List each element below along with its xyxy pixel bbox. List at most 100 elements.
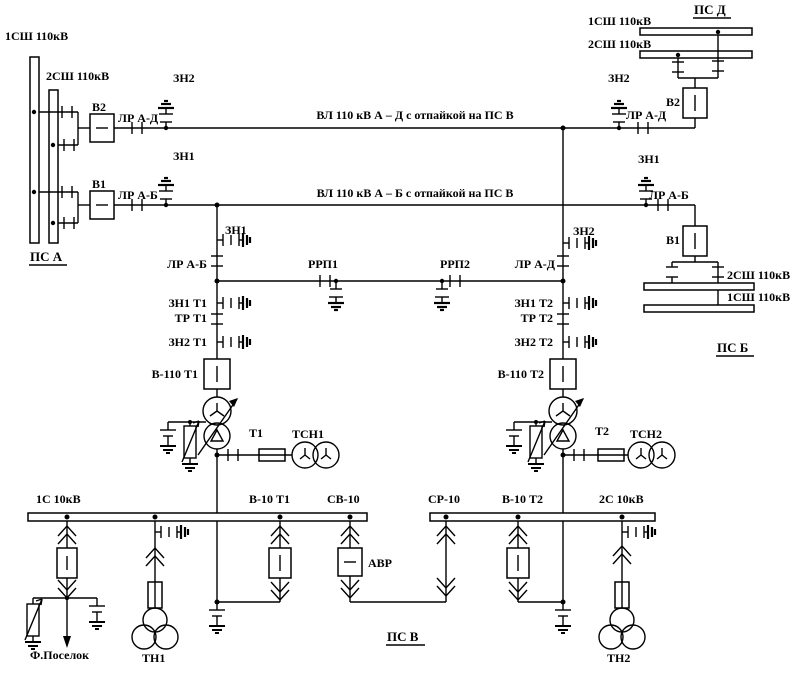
- b10-t2-label: В-10 Т2: [502, 492, 543, 506]
- psa-b2-label: В2: [92, 100, 106, 114]
- bus-tie-sv10: [337, 521, 446, 603]
- tsn1-transformer: [291, 441, 340, 469]
- psb-b1-label: В1: [666, 233, 680, 247]
- t1-branch: [159, 205, 340, 602]
- line-ad: [114, 121, 695, 135]
- feeder-poselok: [24, 521, 106, 650]
- psa-busbar-1: [29, 56, 40, 244]
- substation-a: [29, 56, 176, 266]
- t2-b110-label: В-110 Т2: [498, 367, 544, 381]
- feeder-arrow: [63, 636, 71, 648]
- tsn1-label: ТСН1: [292, 427, 324, 441]
- bus-s2-label: 2С 10кВ: [599, 492, 644, 506]
- psa-bus2-label: 2СШ 110кВ: [46, 69, 109, 83]
- t1-arrester: [181, 420, 200, 472]
- labels: 1СШ 110кВ 2СШ 110кВ В2 ЛР А-Д ЗН2 ЗН1 В1…: [5, 2, 790, 665]
- t2-neutral-ground: [505, 421, 523, 454]
- sv10-label: СВ-10: [327, 492, 360, 506]
- psd-bus2-label: 2СШ 110кВ: [588, 37, 651, 51]
- breaker-b10-t1-bay: [208, 521, 292, 634]
- tsn2-transformer: [627, 441, 676, 469]
- psb-zn1-label: ЗН1: [638, 152, 660, 166]
- psb-bus1-label: 1СШ 110кВ: [727, 290, 790, 304]
- tn2-label: ТН2: [607, 651, 630, 665]
- psd-busbar-1: [639, 27, 753, 36]
- t2-zn2t2-earth-switch: [561, 333, 598, 351]
- t1-b110-label: В-110 Т1: [152, 367, 198, 381]
- bus-s1-label: 1С 10кВ: [36, 492, 81, 506]
- psa-lr-ab-label: ЛР А-Б: [118, 188, 158, 202]
- psa-zn2-label: ЗН2: [173, 71, 195, 85]
- t1-zn1t1-label: ЗН1 Т1: [168, 296, 207, 310]
- psa-busbar-2: [48, 89, 59, 244]
- psb-lr-ab-label: ЛР А-Б: [649, 188, 689, 202]
- t2-zn1t2-label: ЗН1 Т2: [514, 296, 553, 310]
- t2-zn2t2-label: ЗН2 Т2: [514, 335, 553, 349]
- t1-zn2t1-label: ЗН2 Т1: [168, 335, 207, 349]
- psa-bus1-label: 1СШ 110кВ: [5, 29, 68, 43]
- psb-name: ПС Б: [717, 340, 748, 355]
- line-ad-label: ВЛ 110 кВ А – Д с отпайкой на ПС В: [316, 108, 513, 122]
- psa-bay-b1: [31, 176, 176, 230]
- psa-zn1-earth-switch: [156, 176, 176, 207]
- t2-zn2-label: ЗН2: [573, 224, 595, 238]
- psb-bus2-label: 2СШ 110кВ: [727, 268, 790, 282]
- psa-bay-b2: [31, 99, 176, 152]
- repair-jumper: [217, 274, 563, 312]
- tn1-transformer: [131, 607, 179, 650]
- t1-zn2t1-earth-switch: [215, 333, 252, 351]
- psa-zn1-label: ЗН1: [173, 149, 195, 163]
- bus2-earth-switch: [620, 523, 657, 541]
- psd-zn2-label: ЗН2: [608, 71, 630, 85]
- t2-zn1t2-earth-switch: [561, 294, 598, 312]
- substation-b: [636, 176, 755, 357]
- tn1-label: ТН1: [142, 651, 165, 665]
- t1-zn1-label: ЗН1: [225, 223, 247, 237]
- psd-b2-label: В2: [666, 95, 680, 109]
- feeder-cap-ground: [88, 597, 106, 630]
- psa-lr-ad-label: ЛР А-Д: [118, 111, 159, 125]
- vt-tn2-bay: [598, 521, 657, 650]
- bus1-earth-switch: [153, 523, 190, 541]
- t2-lr-ad-label: ЛР А-Д: [515, 257, 556, 271]
- line-ab: [114, 198, 695, 212]
- rrp2-earth: [432, 279, 452, 312]
- avr-label: АВР: [368, 556, 392, 570]
- psd-bus1-label: 1СШ 110кВ: [588, 14, 651, 28]
- rrp2-label: РРП2: [440, 257, 470, 271]
- psb-busbar-1: [643, 304, 755, 313]
- breaker-b10-t2-bay: [506, 521, 572, 634]
- substation-d: [609, 17, 753, 135]
- t1-label: Т1: [249, 426, 263, 440]
- t2-branch: [505, 128, 676, 602]
- t1-trt1-label: ТР Т1: [175, 311, 207, 325]
- bus-10kv: [24, 512, 657, 650]
- t1-zn1t1-earth-switch: [215, 294, 252, 312]
- tsn2-label: ТСН2: [630, 427, 662, 441]
- bus-section-1: [27, 512, 368, 522]
- t2-lv-cap-ground: [554, 601, 572, 634]
- sr10-label: СР-10: [428, 492, 460, 506]
- psd-lr-ad-label: ЛР А-Д: [626, 108, 667, 122]
- feeder-arrester: [24, 598, 43, 650]
- t2-trt2-label: ТР Т2: [521, 311, 553, 325]
- rrp1-label: РРП1: [308, 257, 338, 271]
- t1-neutral-ground: [159, 421, 177, 454]
- t1-lv-cap-ground: [208, 601, 226, 634]
- psd-busbar-2: [639, 50, 753, 59]
- b10-t1-label: В-10 Т1: [249, 492, 290, 506]
- psa-b1-label: В1: [92, 177, 106, 191]
- line-ab-label: ВЛ 110 кВ А – Б с отпайкой на ПС В: [317, 186, 514, 200]
- psa-zn2-earth-switch: [156, 99, 176, 130]
- psd-name: ПС Д: [694, 2, 726, 17]
- bus-tie-sr10: [436, 521, 456, 602]
- transformer-t2: [543, 396, 585, 456]
- t2-zn2-earth-switch: [561, 234, 598, 252]
- t2-label: Т2: [595, 424, 609, 438]
- psb-busbar-2: [643, 282, 755, 291]
- psa-name: ПС А: [30, 249, 63, 264]
- t2-arrester: [527, 420, 546, 472]
- vt-tn1-bay: [131, 521, 190, 650]
